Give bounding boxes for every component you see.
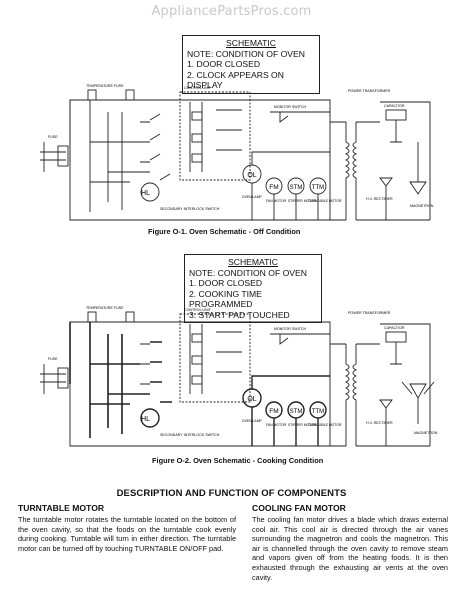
label-magnetron: MAGNETRON (410, 204, 434, 208)
label-oven-lamp: OVEN LAMP (242, 419, 263, 423)
schematic-2-note-line: 2. COOKING TIME PROGRAMMED (189, 288, 262, 310)
figure-caption-2: Figure O-2. Oven Schematic - Cooking Con… (152, 456, 324, 465)
schematic-2-note-line: 1. DOOR CLOSED (189, 278, 263, 288)
label-capacitor: CAPACITOR (384, 104, 405, 108)
label-hv-rectifier: H.V. RECTIFIER (366, 421, 393, 425)
cooling-fan-motor-body: The cooling fan motor drives a blade whi… (252, 515, 448, 582)
schematic-2-labels: HL OL FM STM TTM TEMPERATURE FUSE CONTRO… (48, 306, 438, 437)
label-power-transformer: POWER TRANSFORMER (348, 311, 391, 315)
schematic-1-diagram (40, 89, 431, 221)
label-power-transformer: POWER TRANSFORMER (348, 89, 391, 93)
turntable-motor-body: The turntable motor rotates the turntabl… (18, 515, 236, 553)
label-stm: STM (290, 409, 303, 415)
label-control-unit: CONTROL UNIT (184, 86, 212, 90)
schematic-2-note-line: NOTE: CONDITION OF OVEN (189, 267, 307, 278)
label-turntable-motor: TURNTABLE MOTOR (308, 199, 342, 203)
power-plug-icon (40, 364, 69, 394)
label-stirrer-motor: STIRRER MOTOR (288, 423, 317, 427)
label-fm: FM (269, 184, 278, 191)
label-oven-lamp: OVEN LAMP (242, 195, 263, 199)
label-ol: OL (247, 172, 256, 179)
watermark: AppliancePartsPros.com (151, 4, 312, 19)
schematic-2-note: SCHEMATIC NOTE: CONDITION OF OVEN 1. DOO… (184, 254, 322, 323)
figure-caption-1: Figure O-1. Oven Schematic - Off Conditi… (148, 227, 301, 236)
power-plug-icon (40, 142, 69, 172)
turntable-motor-heading: TURNTABLE MOTOR (18, 503, 105, 513)
schematic-1-note-line: 1. DOOR CLOSED (187, 59, 261, 69)
label-hl: HL (141, 190, 150, 197)
label-ttm: TTM (312, 185, 324, 191)
label-control-unit: CONTROL UNIT (184, 308, 212, 312)
label-magnetron: MAGNETRON (414, 431, 438, 435)
label-ttm: TTM (312, 409, 324, 415)
cooling-fan-motor-section: COOLING FAN MOTOR The cooling fan motor … (252, 503, 448, 582)
label-monitor-switch: MONITOR SWITCH (274, 105, 306, 109)
label-secondary-interlock: SECONDARY INTERLOCK SWITCH (160, 433, 220, 437)
label-hv-rectifier: H.V. RECTIFIER (366, 197, 393, 201)
label-fuse: FUSE (48, 135, 58, 139)
label-stirrer-motor: STIRRER MOTOR (288, 199, 317, 203)
schematic-1-labels: HL OL FM STM TTM TEMPERATURE FUSE CONTRO… (48, 84, 434, 211)
label-temp-fuse: TEMPERATURE FUSE (86, 84, 124, 88)
label-ol: OL (247, 396, 256, 403)
label-temp-fuse: TEMPERATURE FUSE (86, 306, 124, 310)
schematic-2-note-title: SCHEMATIC (228, 257, 278, 267)
label-hl: HL (141, 416, 150, 423)
label-fan-motor: FAN MOTOR (266, 423, 287, 427)
section-title: DESCRIPTION AND FUNCTION OF COMPONENTS (116, 488, 347, 499)
label-fm: FM (269, 408, 278, 415)
turntable-motor-section: TURNTABLE MOTOR The turntable motor rota… (18, 503, 236, 553)
label-fan-motor: FAN MOTOR (266, 199, 287, 203)
label-turntable-motor: TURNTABLE MOTOR (308, 423, 342, 427)
schematic-2-note-line: 3. START PAD TOUCHED (189, 309, 290, 320)
schematic-1-note: SCHEMATIC NOTE: CONDITION OF OVEN 1. DOO… (182, 35, 320, 94)
label-capacitor: CAPACITOR (384, 326, 405, 330)
label-stm: STM (290, 185, 303, 191)
label-secondary-interlock: SECONDARY INTERLOCK SWITCH (160, 207, 220, 211)
schematic-1-note-line: 2. CLOCK APPEARS ON DISPLAY (187, 69, 284, 91)
schematic-1-note-title: SCHEMATIC (226, 38, 276, 48)
schematic-2-diagram (40, 311, 435, 447)
label-fuse: FUSE (48, 357, 58, 361)
schematic-1-note-line: NOTE: CONDITION OF OVEN (187, 48, 305, 59)
cooling-fan-motor-heading: COOLING FAN MOTOR (252, 503, 346, 513)
label-monitor-switch: MONITOR SWITCH (274, 327, 306, 331)
